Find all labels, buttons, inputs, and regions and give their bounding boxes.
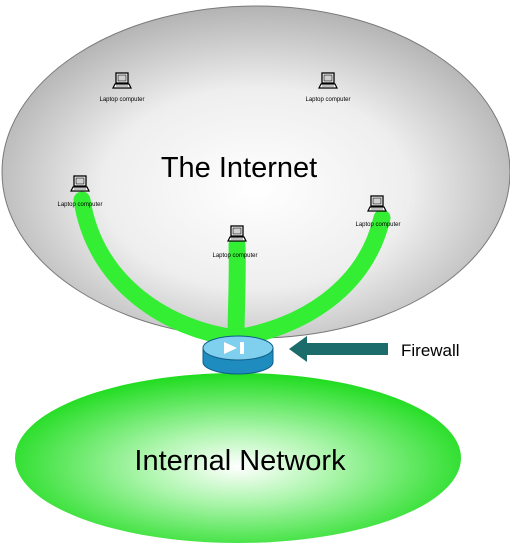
connections <box>73 191 391 347</box>
laptop-label: Laptop computer <box>355 222 400 228</box>
laptop-icon <box>367 195 387 212</box>
laptop-1: Laptop computer <box>99 72 145 103</box>
connection-right <box>227 209 391 347</box>
firewall-label: Firewall <box>401 341 460 360</box>
firewall-icon <box>202 335 274 375</box>
internal-network-cloud <box>15 373 461 543</box>
laptop-label: Laptop computer <box>305 97 350 103</box>
connection-left <box>73 191 245 347</box>
laptop-label: Laptop computer <box>99 97 144 103</box>
arrow-left-icon <box>289 336 388 362</box>
laptop-icon <box>227 225 247 242</box>
internal-network-title: Internal Network <box>134 445 346 477</box>
internet-title: The Internet <box>161 152 317 184</box>
laptop-icon <box>318 72 338 89</box>
laptop-label: Laptop computer <box>212 253 257 259</box>
laptop-icon <box>70 175 90 192</box>
laptop-label: Laptop computer <box>57 202 102 208</box>
laptop-3: Laptop computer <box>57 175 103 208</box>
laptop-4: Laptop computer <box>212 225 258 259</box>
laptop-5: Laptop computer <box>355 195 401 228</box>
laptop-2: Laptop computer <box>305 72 351 103</box>
laptop-icon <box>112 72 132 89</box>
